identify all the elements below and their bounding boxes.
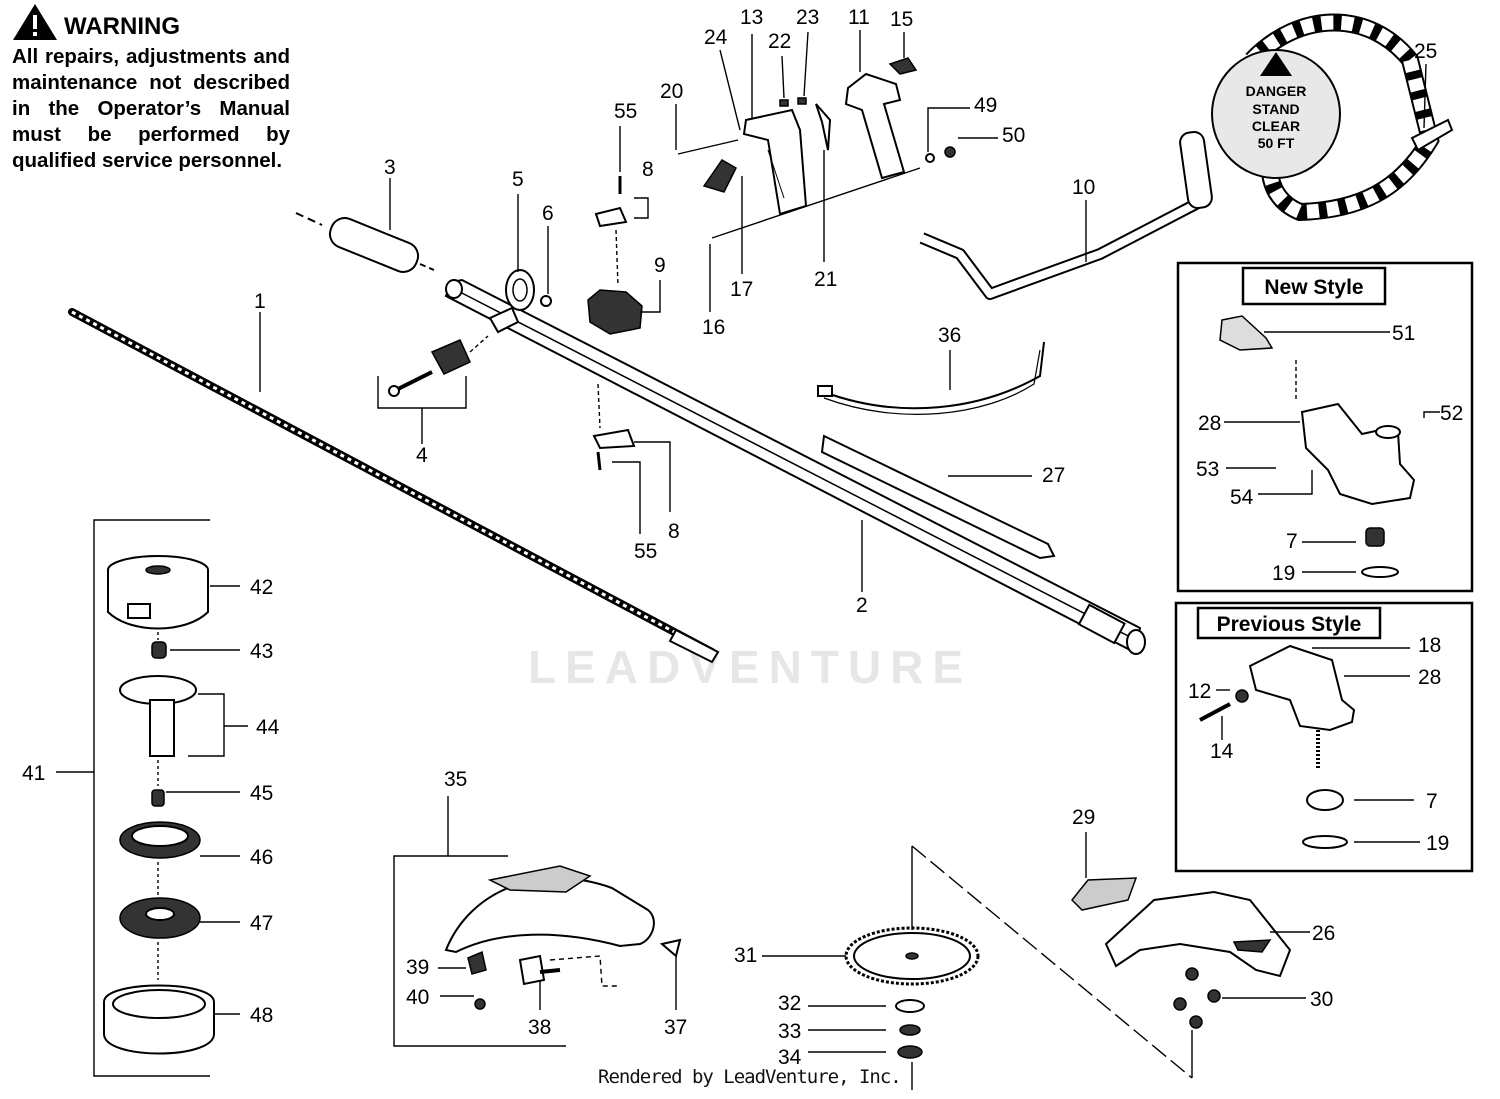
callout-9: 9 [654,254,666,277]
callout-39: 39 [406,956,429,979]
callout-12: 12 [1188,680,1211,703]
callout-46: 46 [250,846,273,869]
callout-55-upper: 55 [614,100,637,123]
callout-13: 13 [740,6,763,29]
callout-19-previous: 19 [1426,832,1449,855]
callout-4: 4 [416,444,428,467]
callout-31: 31 [734,944,757,967]
callout-40: 40 [406,986,429,1009]
callout-55-lower: 55 [634,540,657,563]
callout-28-new: 28 [1198,412,1221,435]
callout-49: 49 [974,94,997,117]
callout-50: 50 [1002,124,1025,147]
callout-8-lower: 8 [668,520,680,543]
callout-25: 25 [1414,40,1437,63]
danger-decal-line1: DANGER [1246,83,1307,99]
callout-37: 37 [664,1016,687,1039]
blade-guard-assembly [1070,877,1292,1029]
warning-text: All repairs, adjustments and maintenance… [12,45,290,172]
callout-20: 20 [660,80,683,103]
callout-43: 43 [250,640,273,663]
callout-26: 26 [1312,922,1335,945]
callout-labels: 1 2 3 4 5 6 7 7 8 8 9 10 11 12 13 14 15 … [22,6,1463,1069]
callout-11: 11 [848,6,870,29]
callout-36: 36 [938,324,961,347]
new-style-title: New Style [1264,276,1363,299]
callout-7-previous: 7 [1426,790,1438,813]
callout-7-new: 7 [1286,530,1298,553]
callout-42: 42 [250,576,273,599]
callout-6: 6 [542,202,554,225]
callout-44: 44 [256,716,280,739]
foam-grip-part [295,212,435,273]
clamp-assembly-part [388,269,552,397]
warning-title: WARNING [64,13,180,40]
callout-32: 32 [778,992,801,1015]
handlebar-part [919,130,1213,300]
callout-1: 1 [254,290,266,313]
saw-blade-assembly [844,845,1193,1090]
callout-14: 14 [1210,740,1234,763]
callout-3: 3 [384,156,396,179]
callout-10: 10 [1072,176,1095,199]
harness-strap-part [1245,13,1454,222]
callout-18: 18 [1418,634,1441,657]
callout-30: 30 [1310,988,1333,1011]
callout-51: 51 [1392,322,1415,345]
throttle-handle-part [677,97,921,239]
callout-23: 23 [796,6,819,29]
new-style-box: New Style [1176,261,1474,593]
callout-21: 21 [814,268,837,291]
callout-24: 24 [704,26,728,49]
callout-19-new: 19 [1272,562,1295,585]
danger-decal-line4: 50 FT [1258,135,1295,151]
callout-16: 16 [702,316,725,339]
lower-bracket-part [592,383,636,471]
shaft-cover-part [820,434,1056,560]
shaft-housing-part [444,278,1146,655]
watermark: LEADVENTURE [527,641,973,693]
callout-2: 2 [856,594,868,617]
callout-17: 17 [730,278,753,301]
callout-41: 41 [22,762,45,785]
previous-style-box: Previous Style [1174,601,1474,873]
drive-shaft-part [68,308,720,664]
callout-8-upper: 8 [642,158,654,181]
callout-28-previous: 28 [1418,666,1441,689]
trimmer-head-assembly [93,519,215,1077]
callout-38: 38 [528,1016,551,1039]
warning-notice: WARNING All repairs, adjustments and mai… [12,3,290,174]
callout-33: 33 [778,1020,801,1043]
callout-5: 5 [512,168,524,191]
throttle-housing-part [587,176,643,335]
danger-decal-line3: CLEAR [1252,118,1300,134]
callout-22: 22 [768,30,791,53]
warning-header: WARNING [12,3,290,46]
grip-handle-part [844,57,956,180]
render-credit: Rendered by LeadVenture, Inc. [598,1066,902,1088]
previous-style-title: Previous Style [1217,613,1362,636]
callout-53: 53 [1196,458,1219,481]
danger-decal-line2: STAND [1252,101,1299,117]
callout-27: 27 [1042,464,1065,487]
callout-47: 47 [250,912,273,935]
callout-15: 15 [890,8,913,31]
callout-52: 52 [1440,402,1463,425]
callout-29: 29 [1072,806,1095,829]
callout-45: 45 [250,782,273,805]
callout-48: 48 [250,1004,273,1027]
warning-triangle-icon [12,3,58,46]
ignition-wire-part [817,341,1045,415]
danger-decal: DANGER STAND CLEAR 50 FT [1211,49,1341,179]
callout-35: 35 [444,768,467,791]
debris-shield-assembly [393,855,682,1047]
callout-34: 34 [778,1046,802,1069]
callout-54: 54 [1230,486,1254,509]
